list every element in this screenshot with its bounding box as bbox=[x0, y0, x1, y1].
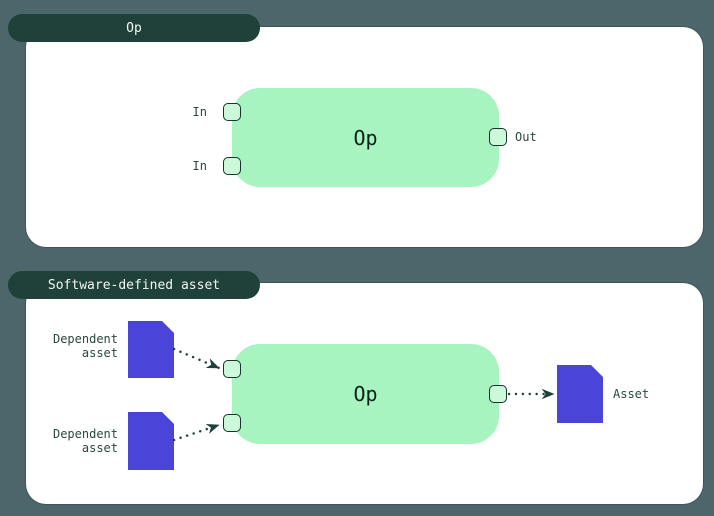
input-port-icon bbox=[223, 414, 241, 432]
op-node: Op bbox=[232, 344, 499, 444]
op-node-label: Op bbox=[353, 382, 378, 406]
asset-icon bbox=[557, 365, 603, 423]
input-port-icon bbox=[223, 103, 241, 121]
input-label-1: In bbox=[192, 105, 207, 119]
input-label-2: In bbox=[192, 159, 207, 173]
asset-label: Asset bbox=[613, 387, 650, 401]
op-section-tab: Op bbox=[8, 14, 260, 42]
output-label: Out bbox=[515, 130, 537, 144]
sda-section-tab: Software-defined asset bbox=[8, 271, 260, 299]
input-port-icon bbox=[223, 157, 241, 175]
sda-panel: Dependent asset Dependent asset Op As bbox=[26, 283, 703, 504]
output-port-icon bbox=[489, 385, 507, 403]
dependency-arrow-icon bbox=[172, 423, 221, 442]
op-node-label: Op bbox=[353, 125, 378, 150]
dependent-asset-label-2: Dependent asset bbox=[52, 427, 118, 455]
op-section-tab-label: Op bbox=[126, 20, 142, 36]
dependent-asset-icon bbox=[128, 412, 174, 470]
dependent-asset-label-1: Dependent asset bbox=[52, 332, 118, 360]
op-node: Op bbox=[232, 88, 499, 187]
dependent-asset-icon bbox=[128, 321, 174, 378]
dependency-arrow-icon bbox=[172, 347, 221, 370]
output-port-icon bbox=[489, 128, 507, 146]
input-port-icon bbox=[223, 360, 241, 378]
op-panel: In In Op Out bbox=[26, 27, 703, 247]
sda-section-tab-label: Software-defined asset bbox=[47, 277, 221, 293]
